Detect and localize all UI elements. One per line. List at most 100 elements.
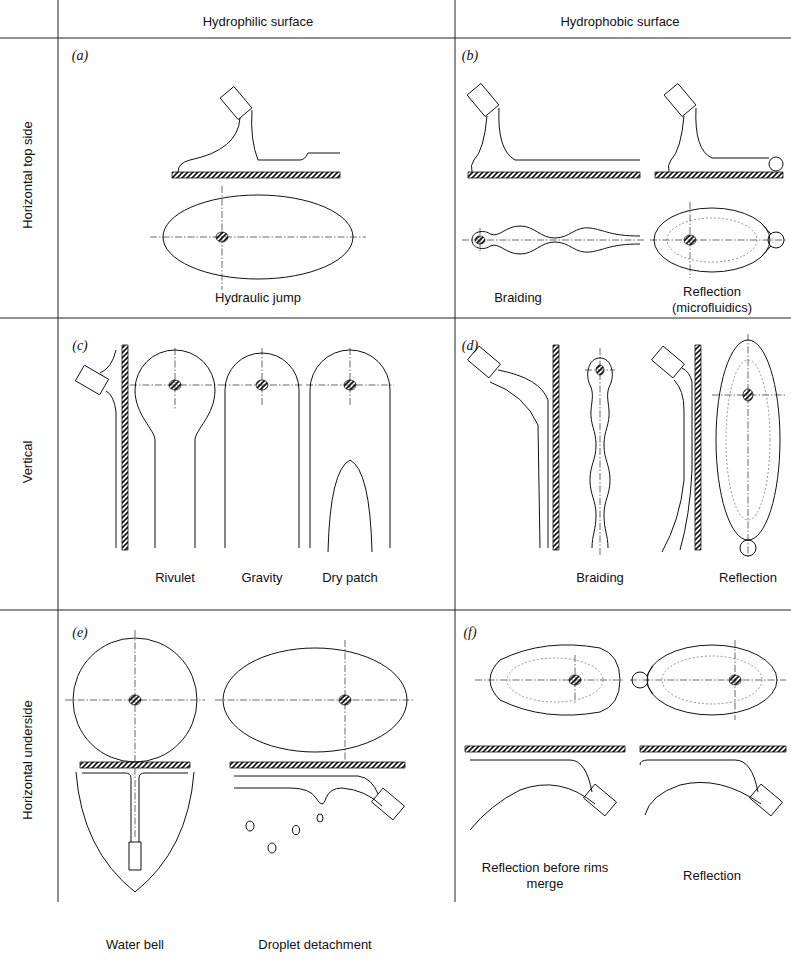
liquid-film (252, 110, 340, 160)
impact-spot (256, 380, 268, 390)
nozzle (75, 83, 782, 870)
liquid-film (654, 208, 770, 272)
liquid-film (716, 340, 780, 540)
rim-line (667, 218, 757, 262)
nozzle (75, 365, 108, 395)
liquid-film (668, 116, 684, 172)
regime-caption: Water bell (85, 937, 185, 953)
rim-line (662, 656, 762, 704)
liquid-film (490, 645, 620, 715)
liquid-film (73, 638, 197, 762)
liquid-film (632, 672, 648, 688)
table-grid (0, 38, 791, 39)
solid-surface (80, 762, 190, 768)
rim-line (507, 218, 770, 704)
nozzle (651, 346, 684, 378)
axis-line (475, 680, 625, 681)
impact-spot (169, 380, 181, 390)
liquid-film (246, 821, 254, 831)
solid-surface (655, 172, 783, 178)
table-grid (58, 0, 59, 902)
rim-line (507, 658, 603, 702)
liquid-film (740, 540, 756, 556)
liquid-film (73, 108, 784, 892)
liquid-film (588, 358, 600, 548)
liquid-film (234, 776, 378, 794)
liquid-film (696, 108, 769, 158)
liquid-film (498, 370, 548, 548)
impact-spot (729, 675, 741, 685)
row-header: Horizontal underside (20, 650, 36, 870)
panel-letter: (b) (455, 48, 485, 64)
axis-line (748, 334, 749, 558)
row-header: Vertical (20, 387, 36, 537)
impact-spot (339, 695, 351, 705)
rim-line (726, 360, 770, 520)
impact-spot (684, 235, 696, 245)
liquid-film (328, 460, 372, 552)
impact-spot (743, 389, 753, 401)
solid-surface (230, 762, 405, 768)
solid-surface (695, 345, 701, 550)
axis-line (215, 700, 415, 701)
liquid-film (106, 391, 116, 548)
liquid-film (470, 760, 592, 792)
axis-line (600, 348, 601, 555)
liquid-film (268, 843, 276, 853)
liquid-film (234, 788, 382, 806)
column-header: Hydrophilic surface (148, 14, 368, 30)
regime-caption: Dry patch (310, 570, 390, 586)
table-grid (455, 0, 456, 902)
axis-line (350, 348, 351, 405)
liquid-film (178, 118, 240, 172)
liquid-film (769, 157, 783, 171)
axis-line (135, 630, 136, 838)
solid-surface (122, 345, 128, 550)
liquid-film (76, 772, 194, 892)
regime-caption: Reflection (microfluidics) (657, 284, 767, 316)
liquid-film (163, 195, 353, 279)
axis-line (650, 240, 786, 241)
row-header: Horizontal top side (20, 75, 36, 275)
nozzle (371, 788, 404, 820)
axis-line (462, 240, 645, 241)
liquid-film (317, 814, 323, 822)
liquid-film (490, 382, 540, 548)
impact-spot (569, 675, 581, 685)
liquid-film (647, 645, 777, 715)
regime-caption: Braiding (468, 290, 568, 306)
axis-line (150, 237, 366, 238)
panel-letter: (d) (455, 338, 485, 354)
table-grid (0, 610, 791, 611)
liquid-film (223, 648, 407, 752)
nozzle (129, 842, 141, 870)
impact-spot (596, 365, 604, 375)
axis-line (262, 348, 263, 405)
nozzle (583, 784, 616, 816)
liquid-film (645, 782, 761, 815)
liquid-film (640, 760, 758, 792)
liquid-film (499, 108, 640, 160)
axis-line (630, 680, 786, 681)
nozzle (664, 83, 696, 116)
nozzle (220, 86, 252, 119)
liquid-film (471, 116, 487, 172)
impact-spot (216, 232, 228, 242)
table-grid (0, 318, 791, 319)
solid-surface (640, 746, 786, 752)
regime-caption: Droplet detachment (230, 937, 400, 953)
solid-surface (80, 172, 786, 768)
liquid-film (762, 224, 771, 256)
solid-surface (468, 172, 640, 178)
column-header: Hydrophobic surface (510, 14, 730, 30)
regime-caption: Rivulet (135, 570, 215, 586)
regime-caption: Reflection before rims merge (465, 860, 625, 892)
liquid-film (310, 350, 390, 548)
panel-letter: (f) (455, 625, 485, 641)
liquid-film (470, 785, 595, 830)
liquid-film (135, 350, 215, 548)
regime-caption: Gravity (222, 570, 302, 586)
